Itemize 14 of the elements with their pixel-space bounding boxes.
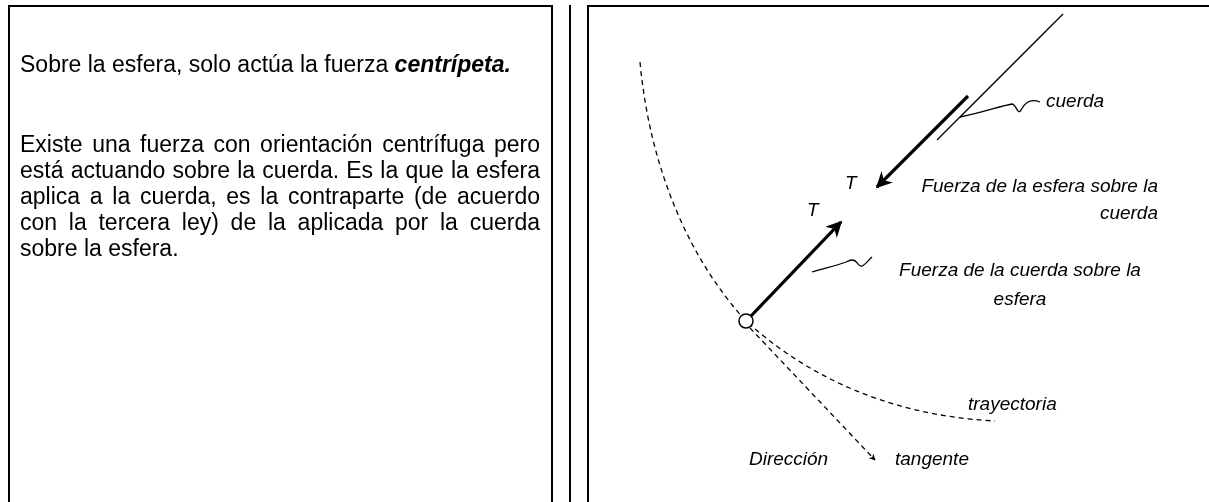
text-cell: [8, 5, 553, 502]
tension-symbol: T: [807, 199, 819, 221]
leader-line: [811, 256, 873, 273]
direction-label: tangente: [895, 448, 969, 470]
explanation-paragraph: Existe una fuerza con orientación centrífuga pero está actuando sobre la cuerda. Es la que la esfera aplica a la cuerda, es la contraparte (de acuerdo con la tercera ley) de la aplicada por la cuerda sobre la esfera.: [20, 131, 540, 261]
tension-symbol: T: [845, 172, 857, 194]
rope-label: cuerda: [1046, 90, 1105, 112]
trajectory-label: trayectoria: [968, 393, 1057, 415]
leader-line: [959, 100, 1041, 118]
force-label: Fuerza de la esfera sobre la cuerda: [920, 174, 1158, 225]
force-label: Fuerza de la cuerda sobre la esfera: [880, 255, 1160, 313]
explanation-paragraph: Sobre la esfera, solo actúa la fuerza centrípeta.: [20, 51, 512, 77]
force-arrow: [749, 220, 843, 318]
direction-label: Dirección: [749, 448, 829, 470]
